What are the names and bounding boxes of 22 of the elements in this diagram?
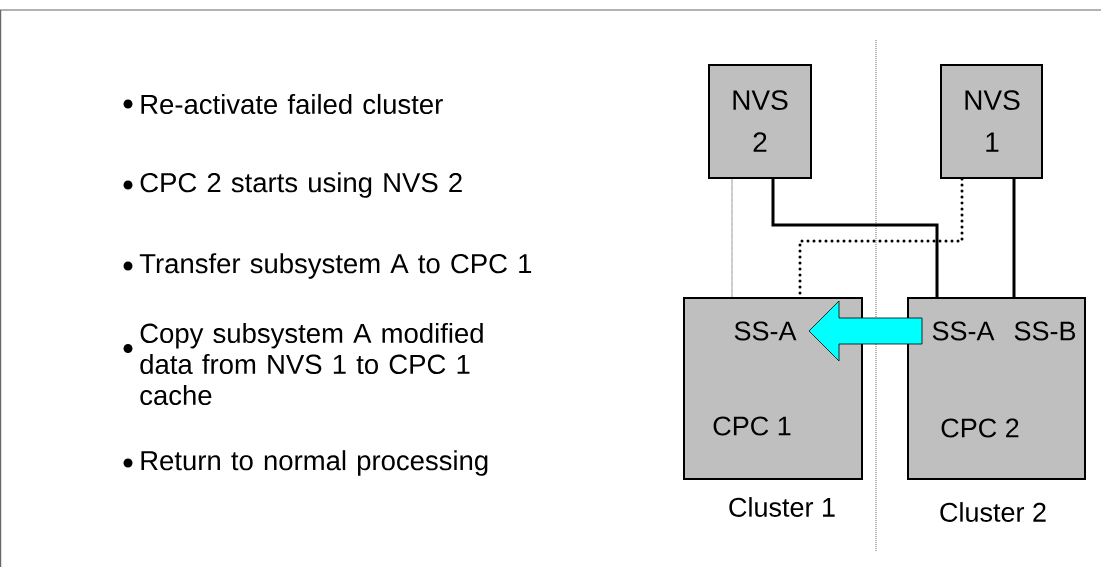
box-label: NVS 1	[965, 90, 1020, 152]
bullet-text: Transfer subsystem A to CPC 1	[139, 253, 532, 279]
box-label: NVS 2	[733, 90, 788, 152]
bullet-text: CPC 2 starts using NVS 2	[140, 172, 462, 198]
bullet-text: Copy subsystem A modified data from NVS 1 to CPC 1 cache	[140, 322, 483, 406]
bullet-text: Return to normal processing	[141, 450, 488, 476]
connector-line	[771, 179, 939, 297]
connector-line	[731, 178, 733, 298]
cpc-box	[907, 297, 1086, 480]
bullet-text: Re-activate failed cluster	[141, 93, 443, 115]
cpc-box	[683, 297, 863, 480]
nvs-box	[940, 64, 1043, 179]
connector-line	[1012, 179, 1016, 297]
cluster-label: Cluster 2	[940, 502, 1046, 522]
box-label: SS-A	[734, 321, 797, 341]
box-label: SS-A	[932, 321, 995, 341]
box-label: SS-B	[1014, 321, 1076, 341]
cluster-label: Cluster 1	[729, 497, 835, 517]
block-arrow	[808, 300, 923, 362]
box-label: CPC 2	[941, 418, 1019, 438]
nvs-box	[708, 64, 812, 179]
box-label: CPC 1	[713, 416, 791, 436]
